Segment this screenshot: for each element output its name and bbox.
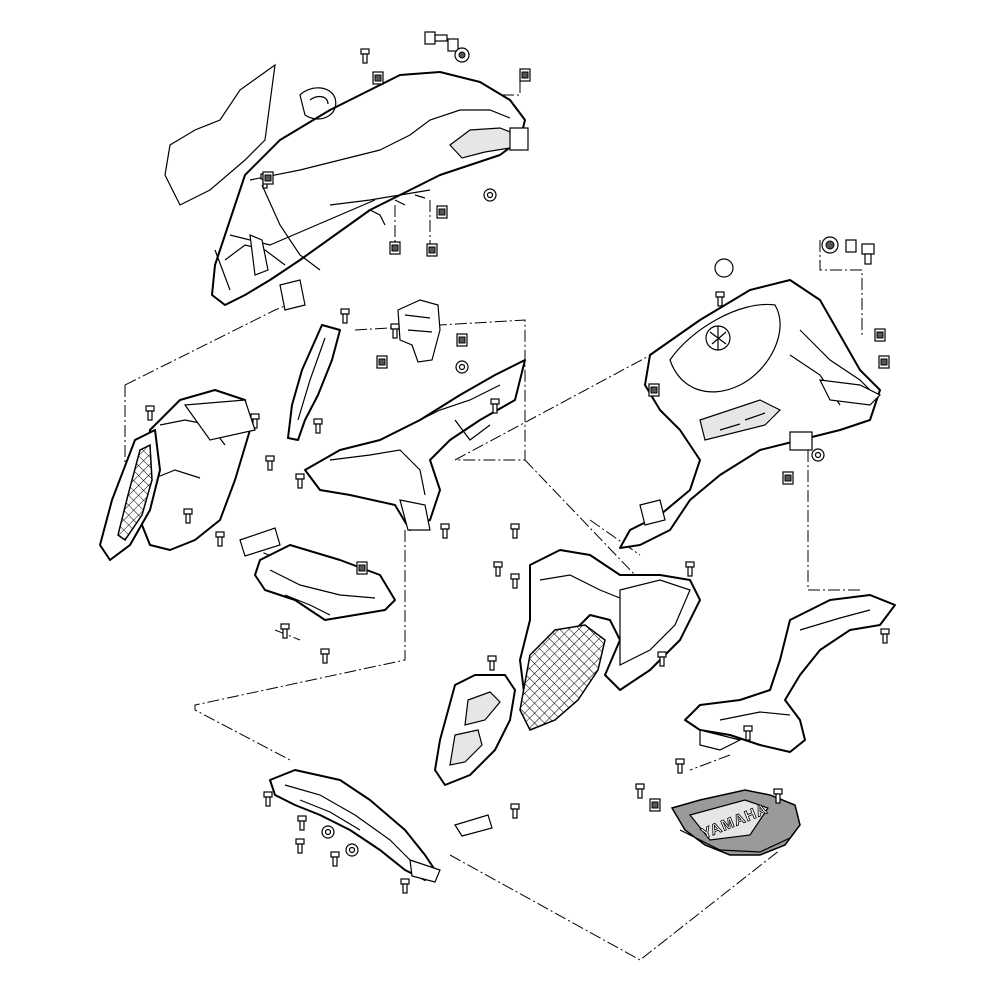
reference-lines — [124, 70, 863, 961]
side-panel-right — [434, 523, 701, 786]
right-hardware — [821, 236, 875, 265]
upper-hardware — [389, 31, 497, 257]
trim-strip — [287, 324, 341, 441]
upper-cowling-left — [164, 48, 531, 311]
centre-bracket — [250, 299, 469, 429]
front-centre-cowl — [295, 359, 526, 539]
side-panel-left — [99, 389, 275, 561]
fuel-tank-side-cover — [619, 258, 890, 549]
under-cover-yamaha: YAMAHA — [635, 783, 801, 856]
right-lower-cowl — [675, 594, 896, 774]
under-cowling — [263, 769, 520, 894]
lower-inner-panel — [239, 527, 396, 664]
